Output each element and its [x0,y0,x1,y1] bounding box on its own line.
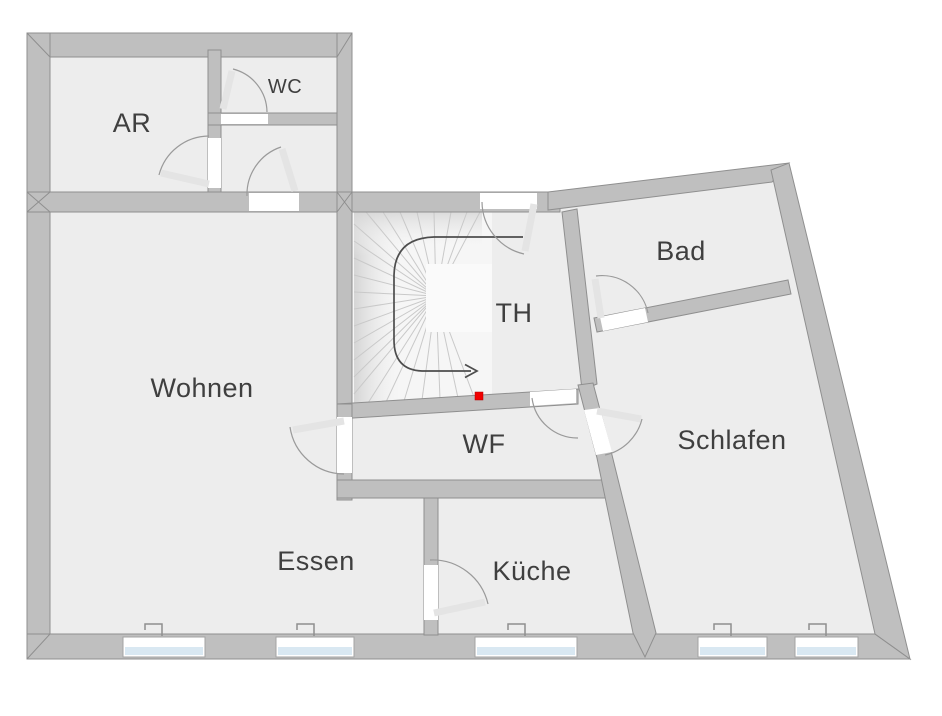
window-4 [697,623,768,658]
wall-outer-left [26,32,51,660]
window-3 [474,623,578,658]
room-label-th: TH [496,298,533,328]
door-schlafen [584,407,643,456]
staircase [352,211,523,407]
stair-landing [426,264,492,332]
room-label-bad: Bad [656,236,706,266]
room-label-essen: Essen [277,546,355,576]
room-label-wc: WC [268,76,302,98]
window-5 [794,623,859,658]
room-label-wf: WF [463,429,506,459]
wall-ar-right [336,32,353,213]
wall-wing-top [547,162,791,211]
doors [158,68,649,620]
stair-arrow-head [464,363,479,379]
room-labels: AR WC Wohnen TH Bad WF Schlafen Essen Kü… [113,76,786,586]
door-vestibule [246,146,299,211]
door-ar [158,135,221,188]
door-wc [219,68,268,124]
room-label-wohnen: Wohnen [150,373,253,403]
room-label-schlafen: Schlafen [677,425,786,455]
stair-treads [353,211,481,404]
door-th-wf [530,389,579,439]
door-entrance-th [480,193,538,255]
wall-outer-top [26,32,353,58]
windows [122,623,859,658]
position-marker [474,391,484,401]
door-wohnen-wf [289,417,352,475]
window-2 [275,623,355,658]
door-kueche [424,559,489,620]
wall-wf-bottom [336,479,613,499]
stair-direction-arrow [393,236,523,372]
door-bad [591,275,649,331]
wall-th-right [561,208,598,391]
window-1 [122,623,206,658]
wall-corner-miters [26,32,353,660]
room-label-ar: AR [113,108,152,138]
wall-th-left [336,191,353,413]
room-label-kueche: Küche [492,556,571,586]
wall-outer-right [770,162,911,661]
